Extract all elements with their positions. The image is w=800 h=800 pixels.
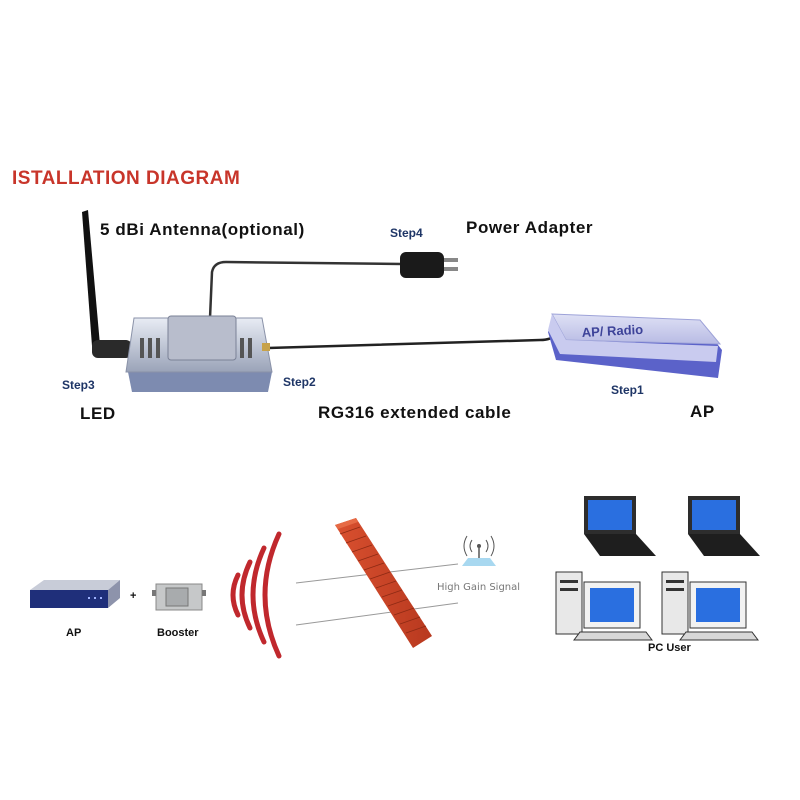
booster-device-icon <box>125 315 273 392</box>
power-adapter-label: Power Adapter <box>466 218 594 237</box>
power-adapter-icon <box>400 252 458 278</box>
ap-radio-device-icon <box>548 313 722 378</box>
high-gain-signal-label: High Gain Signal <box>437 582 521 593</box>
ap-device-icon <box>30 580 120 608</box>
led-label: LED <box>80 404 116 423</box>
booster-small-icon <box>152 583 206 611</box>
diagram-title: ISTALLATION DIAGRAM <box>12 168 241 189</box>
antenna-label: 5 dBi Antenna(optional) <box>100 220 305 239</box>
ap-label-bottom: AP <box>66 627 82 639</box>
ap-radio-device-label: AP/ Radio <box>581 322 643 340</box>
plus-sign: + <box>130 590 137 602</box>
antenna-icon <box>82 210 132 358</box>
rg316-cable <box>267 333 558 350</box>
desktop-computer-icon-1 <box>555 571 653 641</box>
booster-label: Booster <box>157 627 199 639</box>
brick-wall-icon <box>335 518 432 648</box>
step1-label: Step1 <box>611 383 644 397</box>
pc-user-label: PC User <box>648 642 691 654</box>
desktop-computer-icon-2 <box>661 571 759 641</box>
step4-label: Step4 <box>390 226 423 240</box>
wireless-wave-icon <box>230 531 282 659</box>
power-cable <box>208 260 403 319</box>
ap-label-top: AP <box>690 402 715 421</box>
step2-label: Step2 <box>283 375 316 389</box>
signal-tower-icon <box>462 535 496 566</box>
step3-label: Step3 <box>62 378 95 392</box>
cable-label: RG316 extended cable <box>318 403 512 422</box>
laptop-icon-1 <box>584 496 656 556</box>
laptop-icon-2 <box>688 496 760 556</box>
